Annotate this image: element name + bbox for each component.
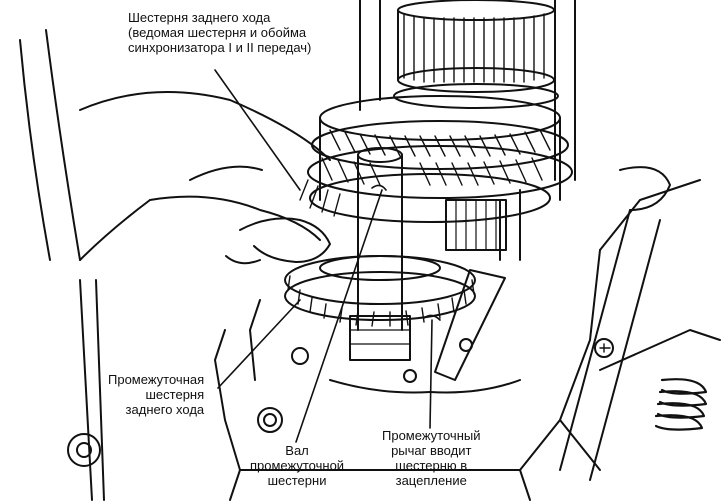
gear-stack [299, 95, 573, 261]
idler-lever-label: Промежуточный рычаг вводит шестерню в за… [382, 428, 481, 488]
idler-shaft-label: Вал промежуточной шестерни [250, 443, 345, 488]
lower-bearing [349, 315, 411, 361]
reverse-gear-label: Шестерня заднего хода (ведомая шестерня … [128, 10, 312, 55]
idler-lever [423, 269, 506, 381]
reverse-idler-gear [284, 255, 476, 327]
main-shaft [359, 0, 576, 181]
synchronizer-cylinder [393, 0, 559, 109]
gearbox-housing [79, 179, 701, 501]
spring [654, 378, 708, 431]
leader-lines [214, 69, 433, 443]
idler-shaft [357, 147, 403, 331]
shift-fork [559, 166, 721, 481]
reverse-idler-gear-label: Промежуточная шестерня заднего хода [108, 372, 205, 417]
housing-bolts [67, 338, 473, 467]
hand [19, 29, 331, 265]
